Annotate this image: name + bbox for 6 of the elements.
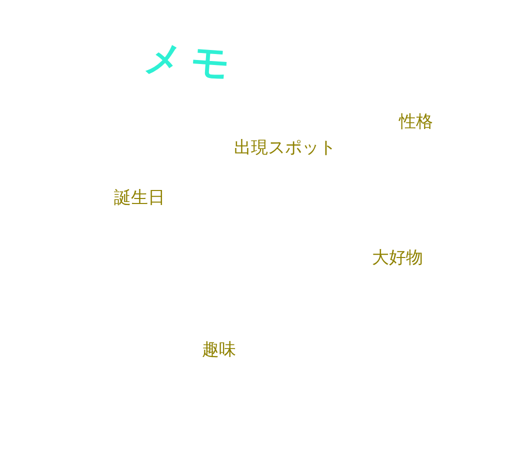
field-label: 誕生日 [114,190,165,207]
field-label: 趣味 [202,342,236,359]
field-label: 性格 [399,114,433,131]
field-label: 出現スポット [234,140,336,157]
field-label: 大好物 [372,250,423,267]
title: メモ [142,38,240,84]
